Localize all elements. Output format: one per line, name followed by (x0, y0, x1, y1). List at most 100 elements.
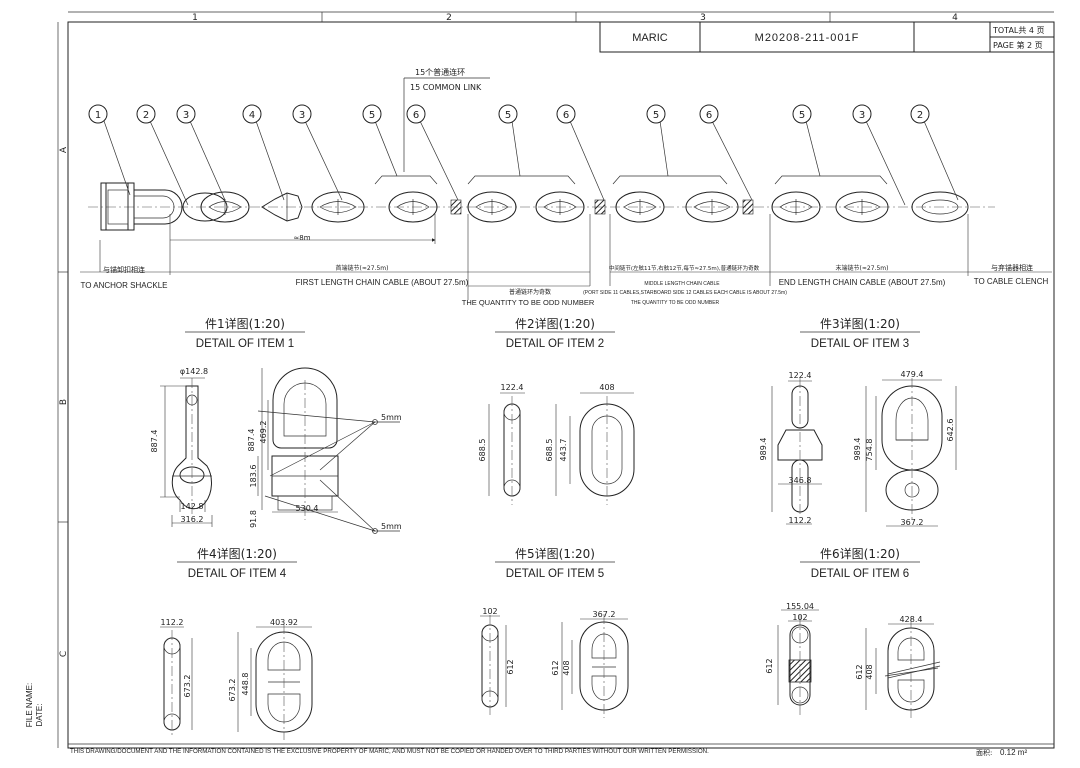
chain-link-inner (623, 201, 657, 213)
middle-length-en3: THE QUANTITY TO BE ODD NUMBER (631, 300, 720, 306)
d2-dim-443: 443.7 (559, 439, 568, 462)
common-link-cn: 15个普通连环 (415, 67, 465, 77)
item-bubble (88, 104, 108, 124)
common-link-en: 15 COMMON LINK (410, 83, 482, 92)
chain-link-inner (396, 201, 430, 213)
chain-link (771, 191, 821, 223)
d6-dim-102: 102 (792, 613, 807, 622)
item-bubble (176, 104, 196, 124)
clench-en: TO CABLE CLENCH (974, 277, 1049, 286)
d6-dim-612-a: 612 (765, 658, 774, 673)
joining-shackle (450, 199, 462, 215)
d3-dim-989-b: 989.4 (853, 438, 862, 461)
d5-dim-102: 102 (482, 607, 497, 616)
chain-link (615, 191, 665, 223)
detail-6-title-en: DETAIL OF ITEM 6 (811, 568, 909, 580)
middle-length-cn: 中间链节(左舷11节,右舷12节,每节≈27.5m),普通链环为奇数 (609, 264, 760, 272)
chain-link-inner (475, 201, 509, 213)
item-bubble-number: 5 (369, 110, 375, 121)
d3-dim-346: 346.8 (789, 476, 812, 485)
item-bubble (910, 104, 930, 124)
item-bubble-number: 6 (706, 110, 712, 121)
d6-dim-428: 428.4 (900, 615, 923, 624)
item-bubble-number: 1 (95, 110, 101, 121)
chain-link (388, 191, 438, 223)
detail-5-drawing: 102 612 367.2 612 408 (480, 607, 629, 718)
item-bubble-number: 3 (859, 110, 865, 121)
detail-3-title-en: DETAIL OF ITEM 3 (811, 338, 909, 350)
detail-6-drawing: 155.04 102 612 428.4 612 408 (765, 602, 941, 720)
end-length-cn: 末端链节(≈27.5m) (836, 264, 889, 272)
page-number: PAGE 第 2 页 (993, 40, 1043, 50)
zone-row-c: C (59, 651, 69, 657)
d5-dim-612-b: 612 (551, 660, 560, 675)
chain-main-view: 15个普通连环 15 COMMON LINK (80, 67, 1052, 307)
zone-col-4: 4 (952, 13, 958, 23)
detail-titles: 件1详图(1:20) DETAIL OF ITEM 1 件2详图(1:20) D… (177, 316, 920, 580)
detail-2-title-cn: 件2详图(1:20) (515, 316, 595, 331)
chain-link-inner (208, 201, 242, 213)
chain-link (835, 191, 889, 223)
d3-dim-122: 122.4 (789, 371, 812, 380)
item-bubble (362, 104, 382, 124)
drawing-border (67, 21, 1055, 749)
item-bubble (646, 104, 666, 124)
first-length-en: FIRST LENGTH CHAIN CABLE (ABOUT 27.5m) (296, 278, 469, 287)
d3-dim-479: 479.4 (901, 370, 924, 379)
detail-1-title-cn: 件1详图(1:20) (205, 316, 285, 331)
zone-row-b: B (59, 399, 69, 405)
item-bubble-number: 6 (413, 110, 419, 121)
chain-link (200, 191, 250, 223)
item-bubble-number: 5 (653, 110, 659, 121)
joining-shackle (742, 199, 754, 215)
d1-dim-316: 316.2 (181, 515, 204, 524)
d1-dim-183: 183.6 (249, 465, 258, 488)
d1-dim-phi: φ142.8 (180, 367, 208, 376)
first-length-cn: 首端链节(≈27.5m) (336, 264, 389, 272)
detail-3-title-cn: 件3详图(1:20) (820, 316, 900, 331)
d3-dim-642: 642.6 (946, 419, 955, 442)
d4-dim-673-a: 673.2 (183, 675, 192, 698)
item-bubble (556, 104, 576, 124)
odd-cn: 普通链环为奇数 (509, 288, 551, 296)
odd-en: THE QUANTITY TO BE ODD NUMBER (462, 298, 595, 307)
zone-markers: 1 2 3 4 A B C (58, 12, 958, 657)
d1-dim-469: 469.2 (259, 421, 268, 444)
area-label: 面积: (976, 748, 992, 757)
d1-dim-530: 530.4 (296, 504, 319, 513)
zone-col-3: 3 (700, 13, 706, 23)
d6-dim-155: 155.04 (786, 602, 814, 611)
item-bubble-number: 2 (917, 110, 923, 121)
item-bubble-number: 5 (505, 110, 511, 121)
detail-5-title-en: DETAIL OF ITEM 5 (506, 568, 604, 580)
detail-5-title-cn: 件5详图(1:20) (515, 546, 595, 561)
item-bubble (699, 104, 719, 124)
d2-dim-688-b: 688.5 (545, 439, 554, 462)
d1-dim-142: 142.8 (181, 502, 204, 511)
item-bubble-number: 4 (249, 110, 255, 121)
zone-col-1: 1 (192, 13, 198, 23)
area-value: 0.12 m² (1000, 748, 1027, 757)
item-bubble-number: 2 (143, 110, 149, 121)
detail-4-title-cn: 件4详图(1:20) (197, 546, 277, 561)
d5-dim-612-a: 612 (506, 659, 515, 674)
item-bubble (136, 104, 156, 124)
item-bubble (292, 104, 312, 124)
d3-dim-989-a: 989.4 (759, 438, 768, 461)
d6-dim-612-b: 612 (855, 664, 864, 679)
end-length-en: END LENGTH CHAIN CABLE (ABOUT 27.5m) (779, 278, 946, 287)
d4-dim-448: 448.8 (241, 673, 250, 696)
d2-dim-408: 408 (599, 383, 614, 392)
anchor-en: TO ANCHOR SHACKLE (81, 281, 168, 290)
total-pages: TOTAL共 4 页 (992, 26, 1045, 35)
chain-link-inner (779, 201, 813, 213)
joining-shackle (594, 199, 606, 215)
d1-dim-887-b: 887.4 (247, 429, 256, 452)
detail-2-drawing: 122.4 688.5 408 688.5 443.7 (478, 383, 635, 505)
d4-dim-403: 403.92 (270, 618, 298, 627)
disclaimer: THIS DRAWING/DOCUMENT AND THE INFORMATIO… (70, 748, 709, 755)
chain-link (535, 191, 585, 223)
item-bubble (498, 104, 518, 124)
d2-dim-122: 122.4 (501, 383, 524, 392)
